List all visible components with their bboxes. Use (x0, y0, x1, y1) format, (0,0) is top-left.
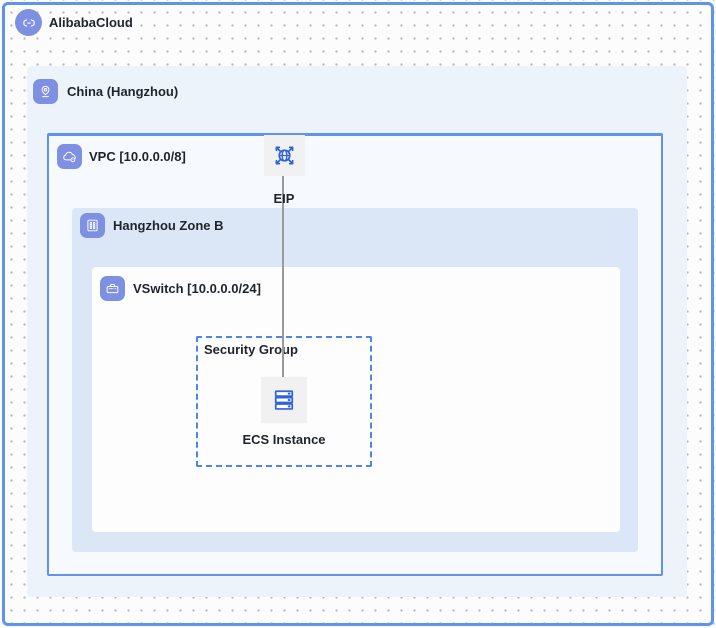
eip-node[interactable]: EIP (244, 135, 324, 206)
location-pin-icon (33, 79, 58, 104)
vswitch-container[interactable]: VSwitch [10.0.0.0/24] Security Group (92, 267, 620, 532)
zone-label: Hangzhou Zone B (113, 218, 224, 233)
provider-label: AlibabaCloud (49, 15, 133, 30)
ecs-instance-label: ECS Instance (242, 432, 326, 447)
vpc-header: VPC [10.0.0.0/8] (57, 144, 186, 169)
zone-header: Hangzhou Zone B (80, 213, 224, 238)
cloud-gear-icon (57, 144, 82, 169)
globe-expand-arrows-icon (263, 135, 305, 176)
provider-header: AlibabaCloud (15, 9, 133, 36)
vswitch-label: VSwitch [10.0.0.0/24] (133, 281, 261, 296)
region-header: China (Hangzhou) (33, 79, 178, 104)
eip-ecs-connector-line (282, 176, 284, 377)
switch-device-icon (100, 276, 125, 301)
vswitch-header: VSwitch [10.0.0.0/24] (100, 276, 261, 301)
eip-label: EIP (273, 191, 295, 206)
alibaba-cloud-logo-icon (15, 9, 42, 36)
server-stack-icon (261, 377, 307, 423)
ecs-instance-node[interactable]: ECS Instance (238, 377, 330, 447)
security-group-label: Security Group (204, 342, 298, 357)
region-label: China (Hangzhou) (67, 84, 179, 99)
zone-container[interactable]: Hangzhou Zone B VSwitch [ (72, 208, 638, 552)
region-container[interactable]: China (Hangzhou) VPC [10.0.0.0/8] (27, 66, 687, 597)
vpc-container[interactable]: VPC [10.0.0.0/8] EIP (47, 133, 663, 576)
security-group-container[interactable]: Security Group (196, 336, 372, 467)
datacenter-rack-icon (80, 213, 105, 238)
vpc-label: VPC [10.0.0.0/8] (89, 149, 186, 164)
